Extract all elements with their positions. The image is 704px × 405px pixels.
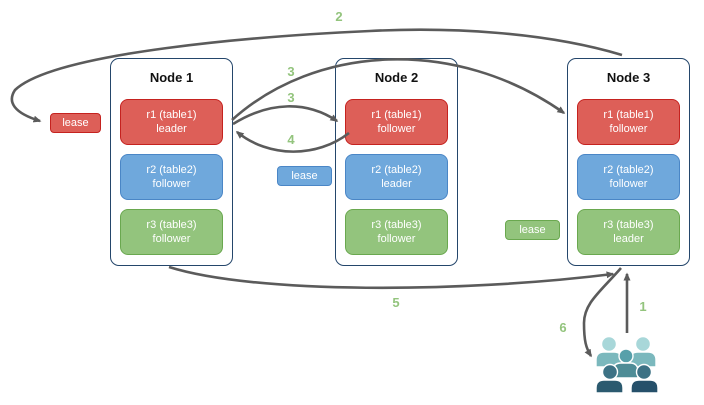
users-icon: [595, 335, 659, 394]
step-label-4: 4: [287, 132, 295, 147]
replica-role-label: follower: [609, 123, 648, 135]
node-2-box: Node 2 r1 (table1) follower r2 (table2) …: [335, 58, 458, 266]
node-3-replica-r1: r1 (table1) follower: [577, 99, 680, 145]
node-1-replica-r2: r2 (table2) follower: [120, 154, 223, 200]
node-2-title: Node 2: [374, 70, 419, 85]
node-2-replica-r1: r1 (table1) follower: [345, 99, 448, 145]
arrow-step-3-to-node2: [232, 105, 339, 126]
replica-role-label: follower: [152, 178, 191, 190]
replica-role-label: follower: [377, 233, 416, 245]
replica-range-label: r3 (table3): [603, 219, 654, 231]
node-1-box: Node 1 r1 (table1) leader r2 (table2) fo…: [110, 58, 233, 266]
lease-tag-red: lease: [50, 113, 101, 133]
node-1-title: Node 1: [149, 70, 194, 85]
step-label-6: 6: [559, 320, 567, 335]
node-3-replica-r3: r3 (table3) leader: [577, 209, 680, 255]
step-label-3a: 3: [287, 64, 295, 79]
replica-range-label: r3 (table3): [146, 219, 197, 231]
node-3-box: Node 3 r1 (table1) follower r2 (table2) …: [567, 58, 690, 266]
replica-range-label: r1 (table1): [603, 109, 654, 121]
lease-tag-green: lease: [505, 220, 560, 240]
node-2-replica-r3: r3 (table3) follower: [345, 209, 448, 255]
replica-role-label: follower: [152, 233, 191, 245]
step-label-5: 5: [392, 295, 400, 310]
step-label-1: 1: [639, 299, 647, 314]
replica-role-label: leader: [156, 123, 187, 135]
replica-range-label: r1 (table1): [371, 109, 422, 121]
replica-role-label: follower: [377, 123, 416, 135]
replica-role-label: leader: [613, 233, 644, 245]
node-3-title: Node 3: [606, 70, 651, 85]
arrow-step-2: [10, 28, 623, 123]
replica-role-label: leader: [381, 178, 412, 190]
arrow-step-6: [582, 267, 622, 358]
replica-range-label: r2 (table2): [603, 164, 654, 176]
node-1-replica-r3: r3 (table3) follower: [120, 209, 223, 255]
arrow-step-5: [168, 265, 615, 290]
node-3-replica-r2: r2 (table2) follower: [577, 154, 680, 200]
node-1-replica-r1: r1 (table1) leader: [120, 99, 223, 145]
node-2-replica-r2: r2 (table2) leader: [345, 154, 448, 200]
replica-range-label: r2 (table2): [371, 164, 422, 176]
lease-tag-blue: lease: [277, 166, 332, 186]
step-label-3b: 3: [287, 90, 295, 105]
replica-role-label: follower: [609, 178, 648, 190]
replica-range-label: r3 (table3): [371, 219, 422, 231]
replica-range-label: r2 (table2): [146, 164, 197, 176]
replica-range-label: r1 (table1): [146, 109, 197, 121]
step-label-2: 2: [335, 9, 343, 24]
